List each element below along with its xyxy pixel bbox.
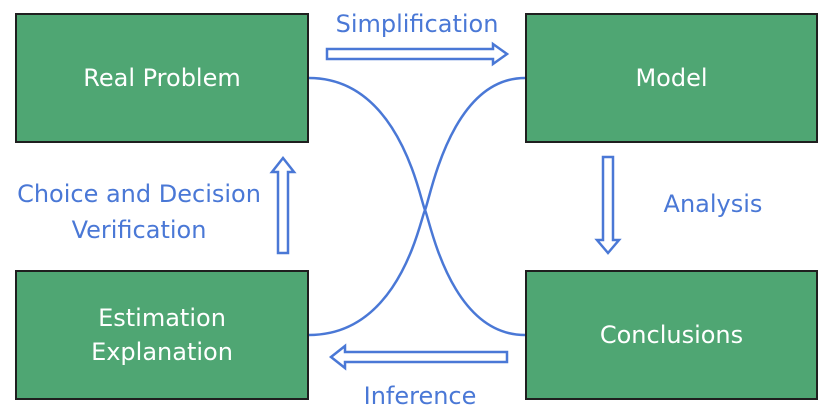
curve-model-to-estimation — [308, 76, 526, 337]
conclusions-box: Conclusions — [525, 270, 818, 400]
verification-text: Verification — [71, 216, 207, 244]
conclusions-label: Conclusions — [599, 321, 744, 349]
real-problem-label: Real Problem — [83, 64, 241, 92]
model-box: Model — [525, 13, 818, 143]
choice-decision-text: Choice and Decision — [17, 180, 261, 208]
real-problem-box: Real Problem — [15, 13, 309, 143]
simplification-label: Simplification — [335, 10, 499, 38]
explanation-label: Explanation — [91, 338, 233, 366]
analysis-label: Analysis — [663, 190, 763, 218]
choice-verification-label: Choice and Decision Verification — [0, 176, 278, 248]
inference-label: Inference — [363, 382, 477, 410]
estimation-explanation-box: Estimation Explanation — [15, 270, 309, 400]
estimation-label: Estimation — [98, 304, 226, 332]
curve-real-to-conclusions — [308, 76, 526, 337]
model-label: Model — [635, 64, 708, 92]
